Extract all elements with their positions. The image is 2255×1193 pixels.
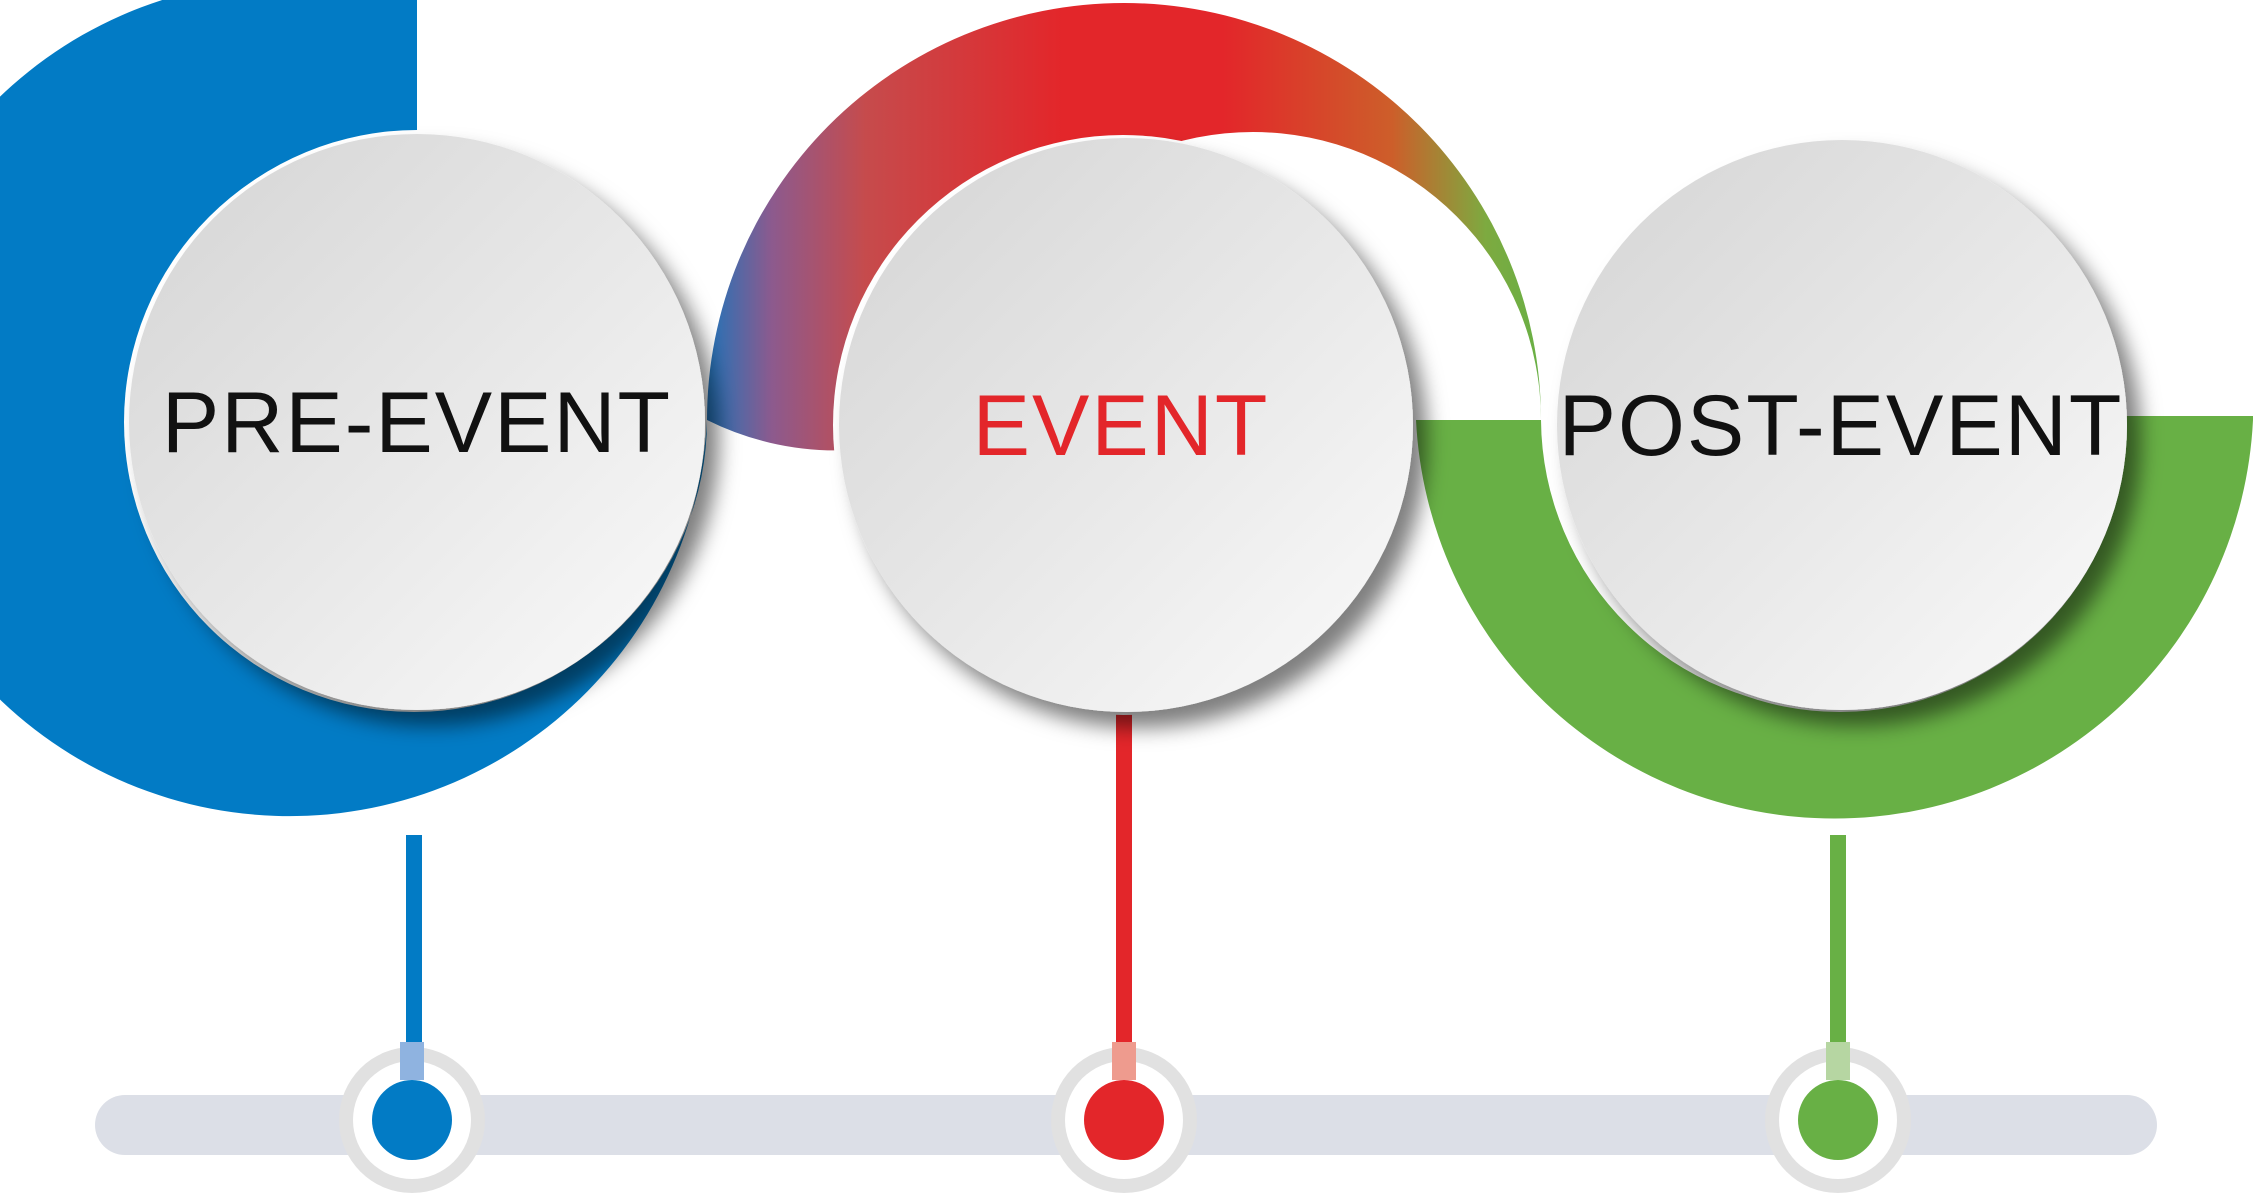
timeline-node-post-event [1765, 1042, 1911, 1193]
post-event-stem [1830, 835, 1846, 1085]
pre-event-arc [0, 0, 707, 817]
stems [406, 712, 1846, 1085]
post-event-label: POST-EVENT [1559, 378, 2124, 474]
event-stem [1116, 712, 1132, 1085]
timeline-node-event [1051, 1042, 1197, 1193]
pre-event-stem [406, 835, 422, 1085]
event-disc: EVENT [833, 135, 1413, 715]
post-event-disc: POST-EVENT [1553, 138, 2127, 712]
pre-event-disc: PRE-EVENT [124, 132, 705, 712]
timeline-node-pre-event [339, 1042, 485, 1193]
post-event-arc [1416, 416, 2253, 819]
event-label: EVENT [973, 378, 1270, 474]
pre-event-label: PRE-EVENT [162, 375, 672, 471]
